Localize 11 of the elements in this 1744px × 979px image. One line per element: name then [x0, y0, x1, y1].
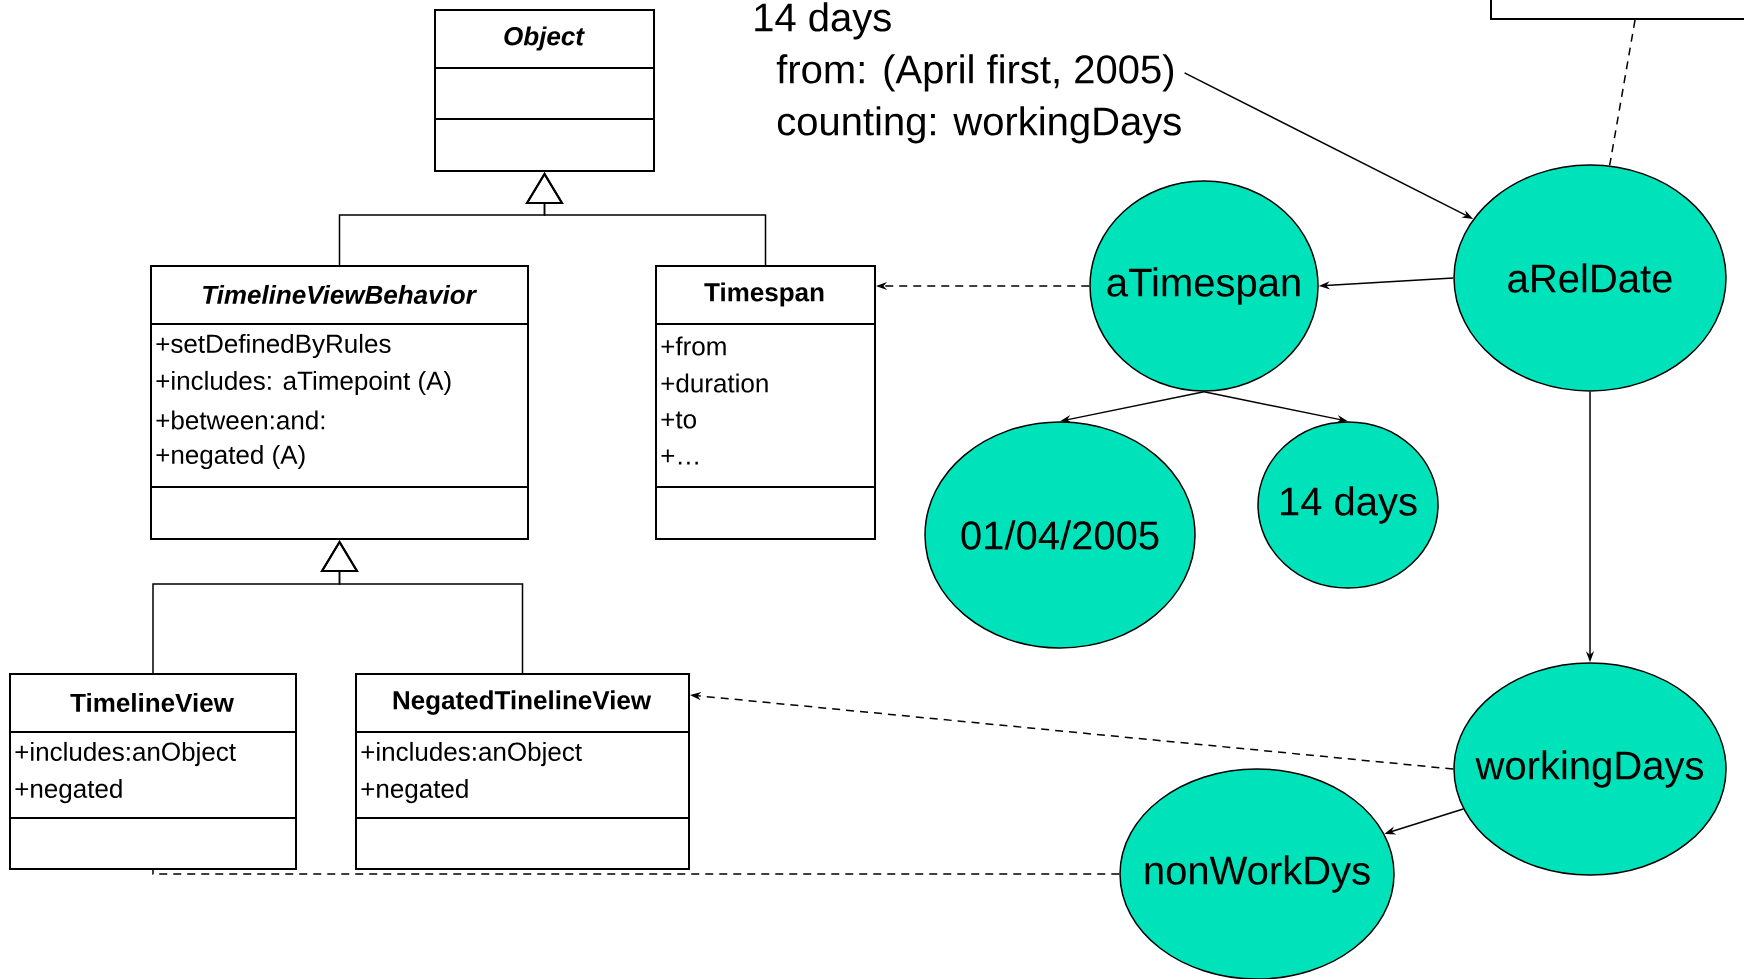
dashed-line: [152, 869, 1120, 875]
empty-box: [1490, 0, 1744, 20]
note-text: 14 days from: (April first, 2005) counting: workingDays: [755, 2, 1181, 144]
class-box: TimelineView +includes:anObject +negated: [8, 673, 297, 870]
inheritance-arrow: [320, 540, 524, 674]
class-box: Timespan +from +duration +to +…: [654, 265, 876, 540]
class-box: Object: [433, 9, 655, 172]
class-box: NegatedTinelineView +includes:anObject +negated: [354, 673, 690, 870]
class-box: TimelineViewBehavior +setDefinedByRules +includes: aTimepoint (A) +between:and: +negated (A): [149, 265, 529, 540]
inheritance-arrow: [525, 172, 767, 266]
dashed-line: [1608, 19, 1636, 167]
